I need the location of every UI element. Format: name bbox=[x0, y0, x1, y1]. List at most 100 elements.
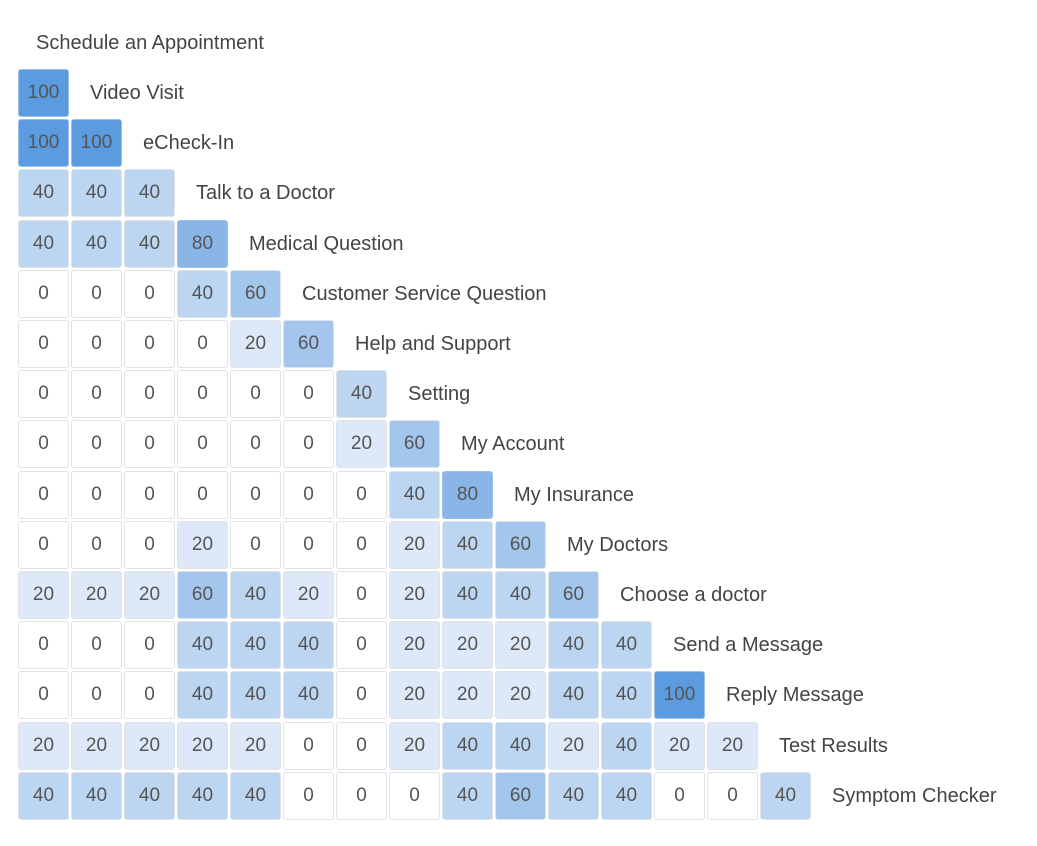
heatmap-cell: 40 bbox=[283, 671, 334, 720]
row-label: My Doctors bbox=[567, 533, 669, 556]
row-label: Medical Question bbox=[249, 232, 404, 255]
row-label: Customer Service Question bbox=[302, 282, 547, 305]
heatmap-cell: 60 bbox=[495, 520, 546, 569]
heatmap-cell: 0 bbox=[177, 420, 228, 469]
heatmap-cell: 20 bbox=[707, 721, 758, 770]
heatmap-cell: 0 bbox=[283, 771, 334, 820]
heatmap-cell: 40 bbox=[442, 571, 493, 619]
heatmap-cell: 60 bbox=[495, 771, 546, 820]
row-label: Setting bbox=[408, 383, 471, 406]
heatmap-cell: 0 bbox=[18, 420, 69, 469]
heatmap-cell: 60 bbox=[283, 320, 334, 368]
heatmap-cell: 40 bbox=[495, 571, 546, 619]
heatmap-cell: 40 bbox=[177, 269, 228, 318]
heatmap-cell: 40 bbox=[389, 470, 440, 519]
row-label: Choose a doctor bbox=[620, 584, 767, 606]
heatmap-cell: 60 bbox=[548, 571, 599, 619]
heatmap-cell: 0 bbox=[283, 721, 334, 770]
heatmap-cell: 20 bbox=[177, 520, 228, 569]
heatmap-cell: 80 bbox=[442, 470, 493, 519]
heatmap-cell: 20 bbox=[124, 721, 175, 770]
heatmap-cell: 0 bbox=[18, 370, 69, 419]
heatmap-cell: 40 bbox=[548, 621, 599, 670]
row-label: Video Visit bbox=[90, 82, 184, 104]
heatmap-cell: 40 bbox=[124, 771, 175, 820]
heatmap-cell: 0 bbox=[124, 370, 175, 419]
heatmap-cell: 40 bbox=[230, 621, 281, 670]
heatmap-cell: 0 bbox=[71, 320, 122, 368]
heatmap-cell: 20 bbox=[389, 520, 440, 569]
header-label: Schedule an Appointment bbox=[36, 32, 264, 54]
row-label: eCheck-In bbox=[143, 132, 235, 155]
row-label: Help and Support bbox=[355, 333, 511, 355]
heatmap-cell: 0 bbox=[336, 771, 387, 820]
heatmap-cell: 40 bbox=[601, 621, 652, 670]
heatmap-cell: 0 bbox=[230, 420, 281, 469]
heatmap-cell: 40 bbox=[442, 771, 493, 820]
heatmap-cell: 40 bbox=[336, 370, 387, 419]
heatmap-cell: 40 bbox=[230, 771, 281, 820]
heatmap-cell: 40 bbox=[601, 671, 652, 720]
heatmap-cell: 40 bbox=[18, 771, 69, 820]
heatmap-cell: 40 bbox=[230, 571, 281, 619]
heatmap-cell: 0 bbox=[71, 420, 122, 469]
heatmap-cell: 20 bbox=[18, 721, 69, 770]
heatmap-cell: 0 bbox=[71, 370, 122, 419]
heatmap-cell: 0 bbox=[654, 771, 705, 820]
heatmap-cell: 0 bbox=[124, 320, 175, 368]
heatmap-cell: 20 bbox=[389, 571, 440, 619]
heatmap-cell: 40 bbox=[177, 771, 228, 820]
heatmap-cell: 20 bbox=[230, 721, 281, 770]
heatmap-cell: 0 bbox=[177, 370, 228, 419]
heatmap-cell: 40 bbox=[601, 771, 652, 820]
row-label: Send a Message bbox=[673, 634, 824, 657]
heatmap-cell: 20 bbox=[442, 621, 493, 670]
heatmap-cell: 40 bbox=[442, 721, 493, 770]
heatmap-cell: 0 bbox=[230, 520, 281, 569]
heatmap-cell: 0 bbox=[18, 320, 69, 368]
heatmap-cell: 60 bbox=[230, 269, 281, 318]
heatmap-cell: 40 bbox=[18, 219, 69, 268]
heatmap-cell: 40 bbox=[548, 771, 599, 820]
heatmap-cell: 0 bbox=[177, 320, 228, 368]
heatmap-cell: 0 bbox=[283, 470, 334, 519]
heatmap-cell: 0 bbox=[336, 470, 387, 519]
heatmap-cell: 0 bbox=[124, 470, 175, 519]
heatmap-cell: 0 bbox=[71, 470, 122, 519]
heatmap-cell: 40 bbox=[760, 771, 811, 820]
row-label: My Insurance bbox=[514, 483, 635, 506]
heatmap-cell: 0 bbox=[18, 269, 69, 318]
heatmap-cell: 0 bbox=[18, 671, 69, 720]
heatmap-cell: 0 bbox=[177, 470, 228, 519]
heatmap-cell: 0 bbox=[283, 420, 334, 469]
heatmap-cell: 100 bbox=[18, 69, 69, 117]
heatmap-cell: 40 bbox=[230, 671, 281, 720]
heatmap-cell: 40 bbox=[124, 219, 175, 268]
heatmap-cell: 20 bbox=[230, 320, 281, 368]
heatmap-cell: 40 bbox=[18, 169, 69, 218]
heatmap-cell: 0 bbox=[18, 621, 69, 670]
heatmap-cell: 100 bbox=[71, 119, 122, 168]
heatmap-cell: 20 bbox=[548, 721, 599, 770]
heatmap-cell: 20 bbox=[18, 571, 69, 619]
heatmap-cell: 0 bbox=[336, 520, 387, 569]
heatmap-cell: 40 bbox=[71, 219, 122, 268]
heatmap-cell: 20 bbox=[71, 721, 122, 770]
heatmap-cell: 60 bbox=[177, 571, 228, 619]
heatmap-cell: 20 bbox=[389, 671, 440, 720]
heatmap-cell: 0 bbox=[71, 621, 122, 670]
heatmap-cell: 0 bbox=[18, 470, 69, 519]
heatmap-cell: 40 bbox=[71, 771, 122, 820]
heatmap-cell: 40 bbox=[442, 520, 493, 569]
heatmap-cell: 40 bbox=[177, 621, 228, 670]
heatmap-cell: 20 bbox=[283, 571, 334, 619]
heatmap-cell: 0 bbox=[283, 520, 334, 569]
heatmap-cell: 100 bbox=[654, 671, 705, 720]
heatmap-cell: 20 bbox=[495, 621, 546, 670]
heatmap-cell: 0 bbox=[124, 520, 175, 569]
heatmap-cell: 80 bbox=[177, 219, 228, 268]
row-label: Test Results bbox=[779, 734, 888, 757]
heatmap-cell: 60 bbox=[389, 420, 440, 469]
heatmap-cell: 20 bbox=[336, 420, 387, 469]
